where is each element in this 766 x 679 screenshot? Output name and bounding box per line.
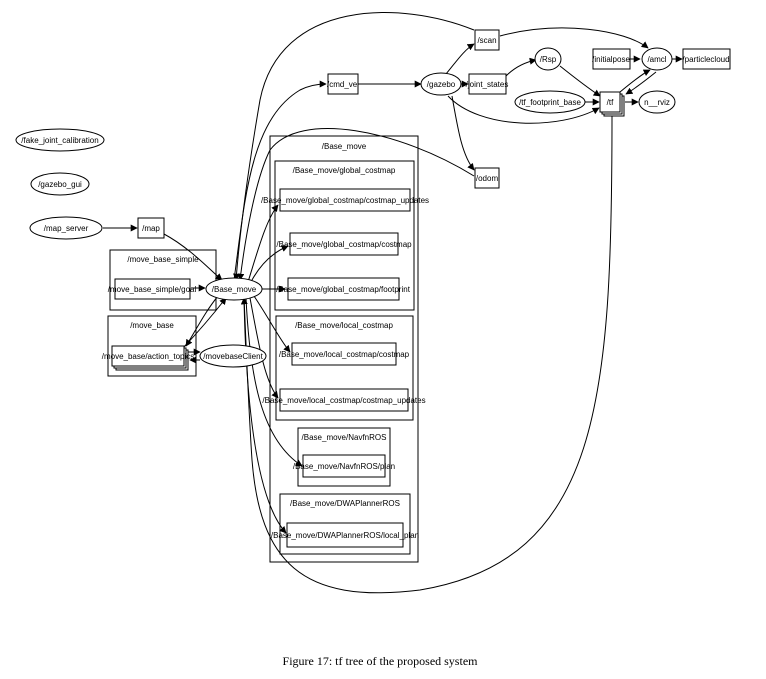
node-initialpose: /initialpose	[592, 48, 631, 70]
edge	[445, 43, 475, 75]
edge	[237, 128, 475, 281]
edge	[253, 295, 291, 353]
cluster-global-costmap: /Base_move/global_costmap	[274, 160, 415, 311]
node-movebaseclient: /movebaseClient	[199, 344, 267, 368]
node-label: /odom	[476, 174, 499, 183]
node-gc-costmap-updates: /Base_move/global_costmap/costmap_update…	[261, 188, 429, 212]
cluster-move-base: /move_base	[107, 315, 197, 377]
node-label: /Rsp	[540, 55, 557, 64]
node-gazebo-gui: /gazebo_gui	[30, 172, 90, 196]
node-label: /gazebo_gui	[38, 180, 82, 189]
node-rsp: /Rsp	[534, 47, 562, 71]
cluster-base-move: /Base_move	[269, 135, 419, 563]
node-move-base-simple-goal: /move_base_simple/goal	[108, 278, 197, 300]
edge	[625, 71, 657, 95]
node-odom: /odom	[474, 167, 500, 189]
node-tf: /tf	[599, 91, 625, 117]
node-navfn-plan: /Base_move/NavfnROS/plan	[293, 454, 395, 478]
node-label: /Base_move/global_costmap/footprint	[276, 285, 411, 294]
node-label: /Base_move/local_costmap/costmap_updates	[262, 396, 425, 405]
node-joint-states: /joint_states	[466, 73, 509, 95]
edge	[163, 233, 223, 281]
node-fake-joint-calibration: /fake_joint_calibration	[15, 128, 105, 152]
node-dwa-local-plan: /Base_move/DWAPlannerROS/local_plan	[271, 522, 419, 548]
edge	[185, 295, 219, 347]
node-label: /Base_move/global_costmap/costmap_update…	[261, 196, 429, 205]
edge	[505, 57, 537, 77]
node-label: /map_server	[44, 224, 89, 233]
node-label: /cmd_vel	[327, 80, 359, 89]
node-gazebo: /gazebo	[420, 72, 462, 96]
node-label: /map	[142, 224, 160, 233]
edge	[451, 95, 475, 171]
edge	[247, 204, 279, 283]
node-label: /tf	[607, 98, 614, 107]
node-label: /move_base/action_topics	[102, 352, 195, 361]
node-label: /gazebo	[427, 80, 456, 89]
node-n-rviz: n__rviz	[638, 90, 676, 114]
edge	[559, 65, 601, 97]
cluster-label: /Base_move/local_costmap	[295, 321, 393, 330]
node-label: /joint_states	[466, 80, 509, 89]
node-lc-costmap: /Base_move/local_costmap/costmap	[279, 342, 410, 366]
node-label: /tf_footprint_base	[519, 98, 581, 107]
node-label: /scan	[477, 36, 496, 45]
cluster-dwaplannerros: /Base_move/DWAPlannerROS	[279, 493, 411, 555]
node-label: /initialpose	[592, 55, 630, 64]
node-base-move: /Base_move	[205, 277, 263, 301]
figure-caption: Figure 17: tf tree of the proposed syste…	[283, 654, 479, 668]
edge	[499, 27, 649, 49]
cluster-label: /Base_move/NavfnROS	[302, 433, 387, 442]
node-map-server: /map_server	[29, 216, 103, 240]
node-move-base-action-topics: /move_base/action_topics	[102, 345, 195, 371]
node-label: /movebaseClient	[203, 352, 263, 361]
edge	[619, 69, 651, 93]
node-label: /Base_move/global_costmap/costmap	[276, 240, 412, 249]
cluster-label: /move_base_simple	[127, 255, 199, 264]
cluster-local-costmap: /Base_move/local_costmap	[275, 315, 414, 421]
cluster-label: /Base_move/global_costmap	[293, 166, 396, 175]
node-label: /amcl	[647, 55, 666, 64]
node-label: /Base_move/local_costmap/costmap	[279, 350, 410, 359]
edges	[103, 12, 683, 594]
edge	[243, 297, 287, 534]
node-label: /Base_move/DWAPlannerROS/local_plan	[271, 531, 419, 540]
node-lc-costmap-updates: /Base_move/local_costmap/costmap_updates	[262, 388, 426, 412]
node-tf-footprint-base: /tf_footprint_base	[514, 90, 586, 114]
cluster-label: /move_base	[130, 321, 174, 330]
node-label: /particlecloud	[682, 55, 729, 64]
node-scan: /scan	[474, 29, 500, 51]
node-label: /Base_move	[212, 285, 257, 294]
node-amcl: /amcl	[641, 47, 673, 71]
edge	[233, 12, 475, 281]
node-particlecloud: /particlecloud	[682, 48, 731, 70]
cluster-label: /Base_move/DWAPlannerROS	[290, 499, 400, 508]
edge	[240, 115, 613, 594]
node-gc-costmap: /Base_move/global_costmap/costmap	[276, 232, 412, 256]
node-label: /fake_joint_calibration	[21, 136, 98, 145]
node-map: /map	[137, 217, 165, 239]
cluster-label: /Base_move	[322, 142, 367, 151]
node-gc-footprint: /Base_move/global_costmap/footprint	[276, 277, 411, 301]
edge	[245, 297, 303, 467]
node-label: /move_base_simple/goal	[108, 285, 197, 294]
cluster-navfnros: /Base_move/NavfnROS	[297, 427, 391, 487]
edge	[447, 95, 600, 124]
node-label: n__rviz	[644, 98, 670, 107]
node-cmd-vel: /cmd_vel	[327, 73, 359, 95]
node-label: /Base_move/NavfnROS/plan	[293, 462, 395, 471]
edge	[251, 245, 289, 281]
